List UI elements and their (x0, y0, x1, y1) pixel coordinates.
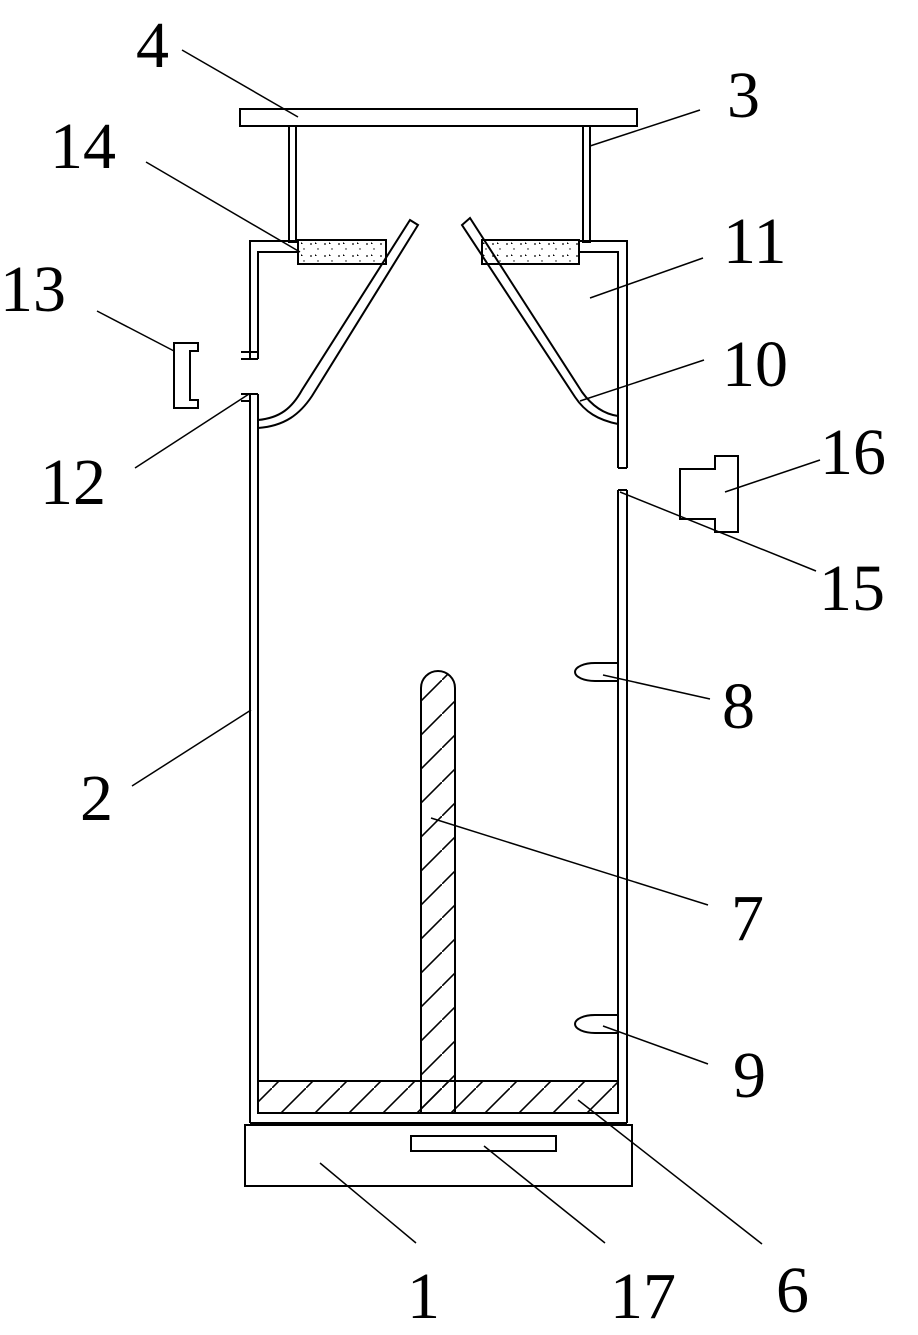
label-12: 12 (40, 446, 106, 519)
label-15: 15 (819, 552, 885, 625)
label-8: 8 (722, 670, 755, 743)
label-6: 6 (776, 1254, 809, 1327)
label-3: 3 (727, 59, 760, 132)
label-7: 7 (731, 882, 764, 955)
side-clip (173, 342, 199, 409)
label-11: 11 (723, 205, 787, 278)
label-14: 14 (50, 110, 116, 183)
support-posts (288, 125, 591, 243)
central-rod (420, 670, 456, 1114)
top-plate (239, 108, 638, 127)
base-panel (410, 1135, 557, 1152)
label-10: 10 (722, 328, 788, 401)
lower-sensor (574, 1014, 618, 1034)
base (244, 1124, 633, 1187)
upper-housing (241, 240, 628, 469)
upper-sensor (574, 662, 618, 682)
label-16: 16 (820, 416, 886, 489)
label-4: 4 (136, 9, 169, 82)
label-13: 13 (0, 253, 66, 326)
funnel (257, 216, 619, 429)
main-body (241, 393, 628, 1124)
label-1: 1 (407, 1260, 440, 1333)
label-2: 2 (80, 762, 113, 835)
leader-lines (96, 49, 821, 1245)
side-connector (679, 455, 739, 533)
filter-pads (297, 239, 580, 265)
label-9: 9 (733, 1039, 766, 1112)
label-17: 17 (610, 1260, 676, 1333)
